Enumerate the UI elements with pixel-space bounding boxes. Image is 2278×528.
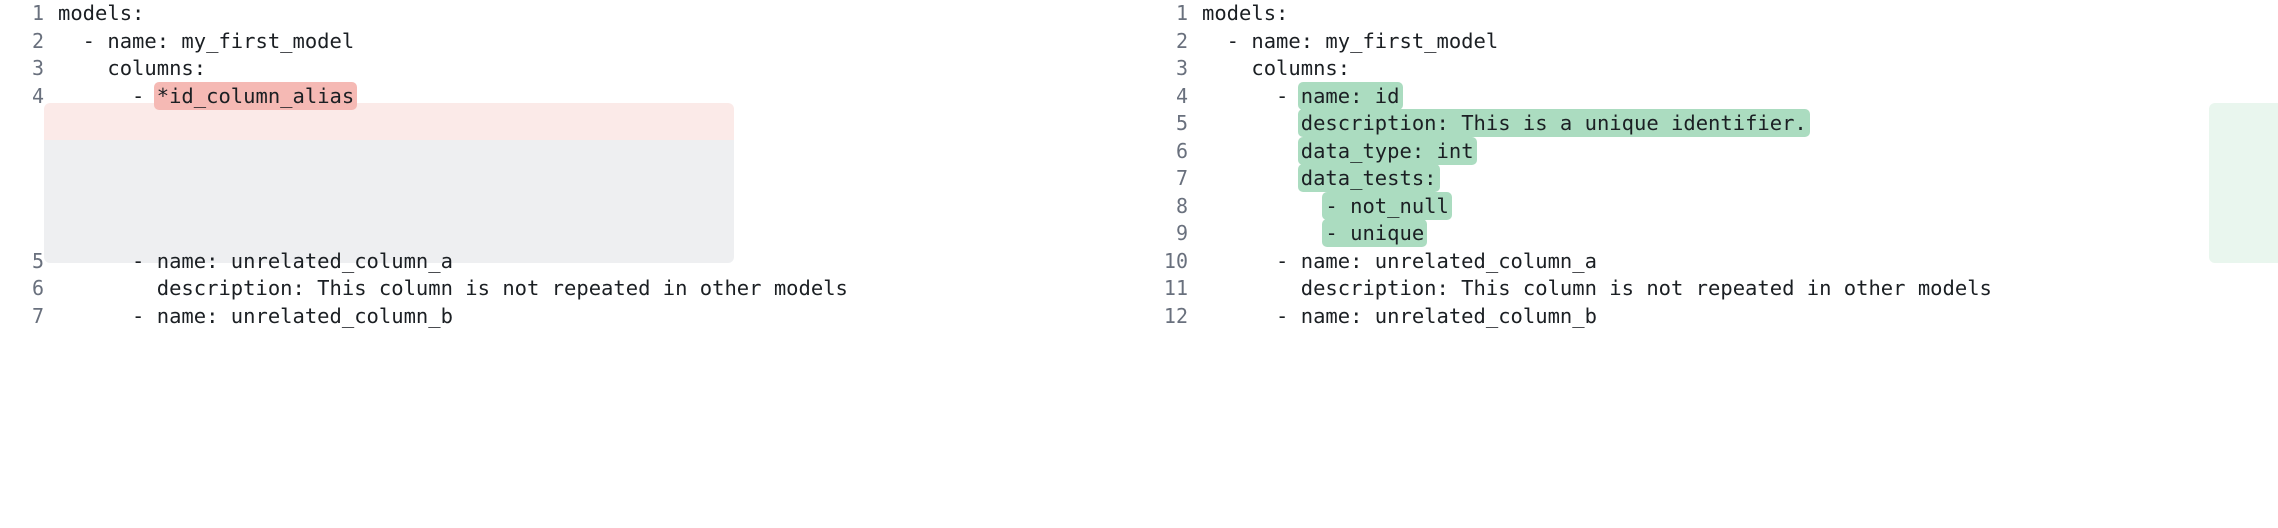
diff-line: 4 - *id_column_alias [10,81,1139,111]
added-token: name: id [1297,81,1403,110]
code-text: - *id_column_alias [58,81,1139,111]
code-text: - unique [1202,219,2278,248]
placeholder-spacer-line [10,193,1139,221]
line-number: 9 [1175,221,1188,245]
line-number: 7 [31,303,44,328]
line-number: 5 [1175,111,1188,135]
placeholder-spacer-line [10,138,1139,166]
diff-line: 1 models: [10,0,1139,28]
code-text: models: [58,1,145,25]
line-number: 2 [31,28,44,53]
code-text: - name: id [1202,81,2278,111]
added-lines-background [2209,103,2278,263]
line-number: 3 [31,56,44,80]
diff-line: 5 - name: unrelated_column_a [10,248,1139,276]
line-number: 5 [31,248,44,273]
diff-line: 1 models: [1154,0,2278,28]
line-number: 11 [1163,276,1188,300]
code-text: - name: unrelated_column_a [58,248,453,273]
placeholder-spacer-line [10,165,1139,193]
diff-line: 7 - name: unrelated_column_b [10,303,1139,331]
code-text: description: This column is not repeated… [58,276,848,300]
added-token: description: This is a unique identifier… [1297,109,1810,137]
diff-line: 7 data_tests: [1154,164,2278,193]
code-text: columns: [58,56,207,80]
line-number: 2 [1175,28,1188,53]
line-number: 8 [1175,193,1188,218]
line-number: 1 [1175,1,1188,25]
added-token: - unique [1322,219,1428,247]
line-number: 7 [1175,166,1188,190]
code-text: data_tests: [1202,164,2278,193]
code-text: models: [1202,1,1289,25]
diff-line: 12 - name: unrelated_column_b [1154,303,2278,331]
diff-line: 3 columns: [1154,55,2278,83]
placeholder-spacer-line [10,220,1139,248]
line-number: 6 [31,276,44,300]
line-number: 12 [1163,303,1188,328]
code-text: data_type: int [1202,136,2278,166]
added-token: - not_null [1322,191,1452,220]
code-text: - not_null [1202,191,2278,221]
diff-line: 10 - name: unrelated_column_a [1154,248,2278,276]
code-text: - name: my_first_model [1202,28,1499,53]
line-number: 4 [1175,83,1188,108]
diff-line: 3 columns: [10,55,1139,83]
code-text: description: This column is not repeated… [1202,276,1992,300]
code-text: - name: unrelated_column_b [1202,303,1597,328]
code-text: - name: unrelated_column_a [1202,248,1597,273]
added-token: data_tests: [1297,164,1440,192]
removed-placeholder-block [44,140,734,263]
removed-token: *id_column_alias [153,81,358,110]
code-text: description: This is a unique identifier… [1202,109,2278,138]
diff-line: 4 - name: id [1154,81,2278,111]
added-token: data_type: int [1297,136,1477,165]
code-text: columns: [1202,56,1351,80]
diff-line: 6 description: This column is not repeat… [10,275,1139,303]
line-number: 3 [1175,56,1188,80]
diff-line: 8 - not_null [1154,191,2278,221]
line-number: 4 [31,83,44,108]
line-number: 10 [1163,248,1188,273]
diff-line: 5 description: This is a unique identifi… [1154,109,2278,138]
placeholder-spacer-line [10,110,1139,138]
diff-line: 2 - name: my_first_model [10,28,1139,56]
diff-line: 9 - unique [1154,219,2278,248]
diff-line: 6 data_type: int [1154,136,2278,166]
diff-line: 11 description: This column is not repea… [1154,275,2278,303]
diff-line: 2 - name: my_first_model [1154,28,2278,56]
line-number: 1 [31,1,44,25]
code-text: - name: unrelated_column_b [58,303,453,328]
code-text: - name: my_first_model [58,28,355,53]
line-number: 6 [1175,138,1188,163]
